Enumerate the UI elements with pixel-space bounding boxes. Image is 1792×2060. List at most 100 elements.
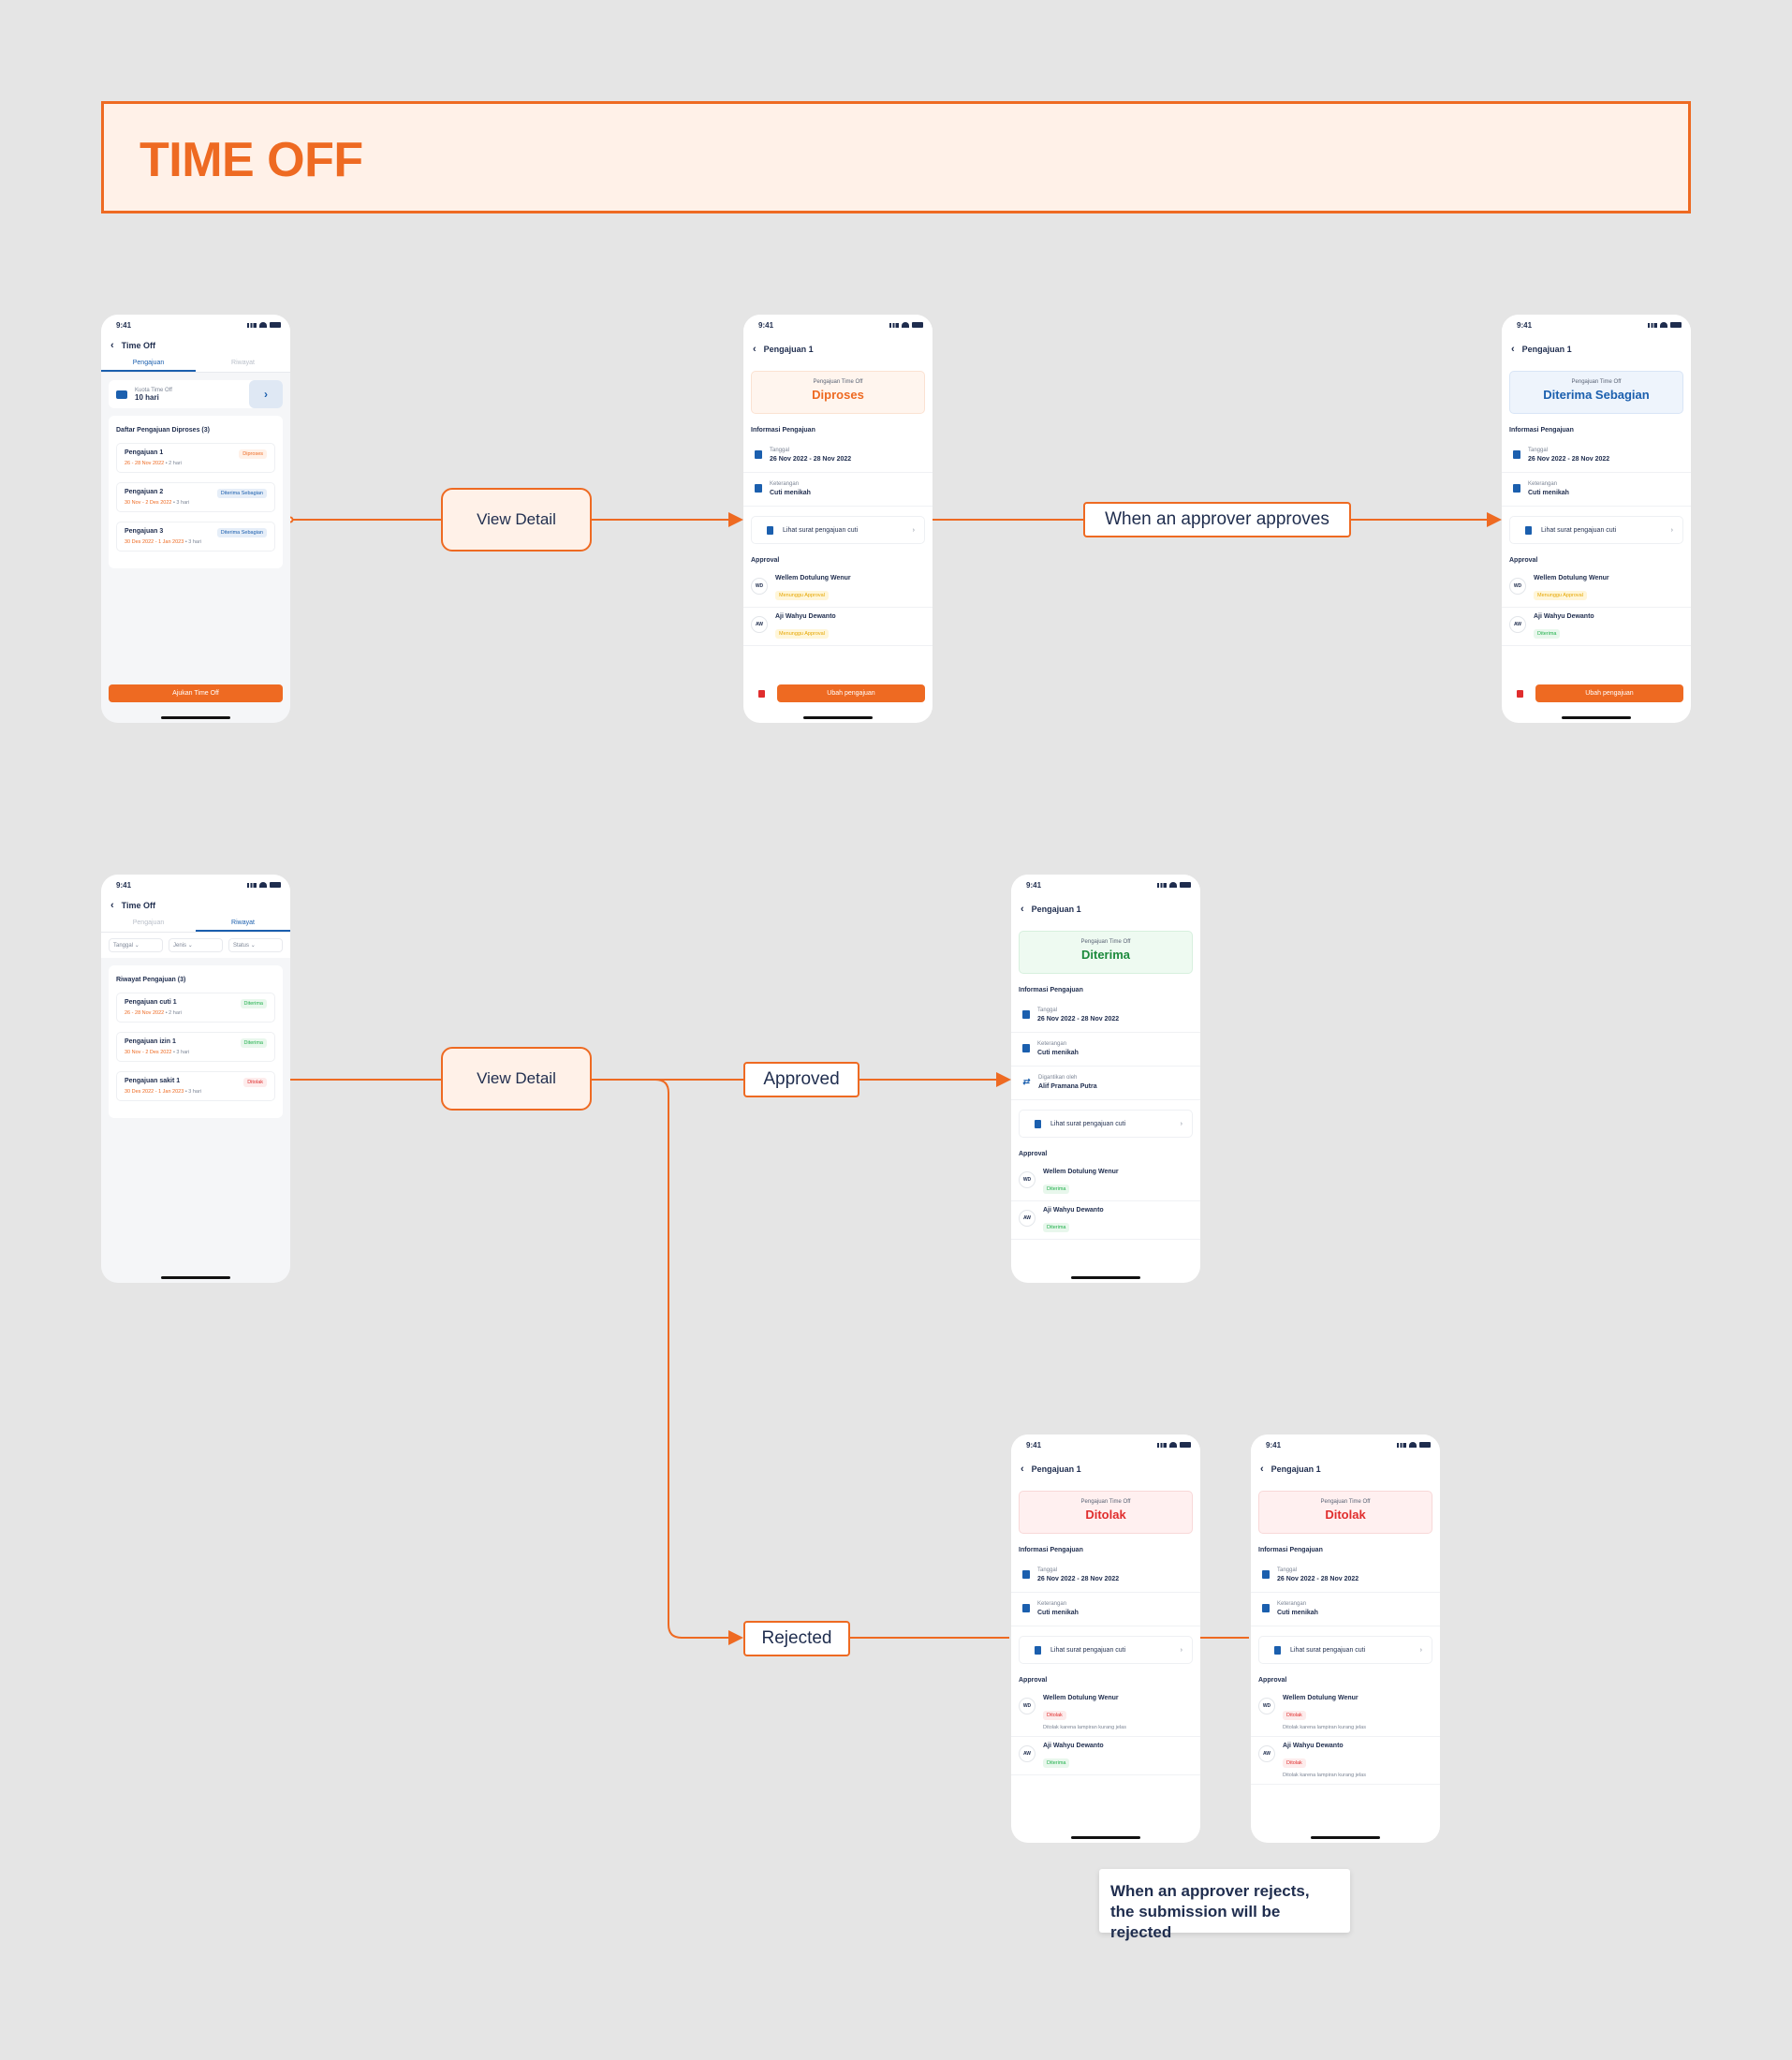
- note-label: Keterangan: [1528, 480, 1558, 487]
- approval-section-title: Approval: [1258, 1677, 1287, 1684]
- note-label: Keterangan: [770, 480, 800, 487]
- home-indicator: [803, 716, 873, 719]
- status-badge: Ditolak: [1283, 1711, 1306, 1720]
- view-document-link[interactable]: Lihat surat pengajuan cuti›: [751, 516, 925, 544]
- tab-bar: Pengajuan Riwayat: [101, 916, 290, 933]
- approved-label: Approved: [743, 1062, 859, 1097]
- view-document-link[interactable]: Lihat surat pengajuan cuti›: [1019, 1110, 1193, 1138]
- approver-approves-label: When an approver approves: [1083, 502, 1351, 537]
- wifi-icon: [259, 882, 267, 888]
- view-document-link[interactable]: Lihat surat pengajuan cuti›: [1019, 1636, 1193, 1664]
- trash-icon: [757, 689, 765, 698]
- status-badge: Ditolak: [1043, 1711, 1066, 1720]
- item-duration: • 3 hari: [184, 1089, 202, 1095]
- filter-date[interactable]: Tanggal ⌄: [109, 938, 163, 952]
- view-document-link[interactable]: Lihat surat pengajuan cuti›: [1258, 1636, 1432, 1664]
- page-title: TIME OFF: [140, 133, 363, 187]
- status-bar: 9:41: [1502, 315, 1691, 335]
- status-bar: 9:41: [101, 315, 290, 335]
- signal-icon: [1157, 882, 1167, 888]
- document-icon: [1035, 1119, 1041, 1128]
- clock: 9:41: [1517, 320, 1533, 330]
- wifi-icon: [259, 322, 267, 328]
- filter-status[interactable]: Status ⌄: [228, 938, 283, 952]
- avatar: AW: [1019, 1210, 1036, 1227]
- connector-history-to-rejected: [654, 1079, 743, 1645]
- document-icon: [1525, 525, 1532, 535]
- request-list-card: Daftar Pengajuan Diproses (3) Pengajuan …: [109, 416, 283, 568]
- date-value: 26 Nov 2022 - 28 Nov 2022: [1277, 1575, 1359, 1582]
- approver-name: Wellem Dotulung Wenur: [775, 575, 851, 581]
- tab-pengajuan[interactable]: Pengajuan: [101, 356, 196, 372]
- nav-bar: ‹Pengajuan 1: [743, 335, 933, 363]
- doc-link-label: Lihat surat pengajuan cuti: [1541, 526, 1617, 534]
- approval-section-title: Approval: [1019, 1677, 1048, 1684]
- note-icon: [1022, 1044, 1030, 1052]
- back-icon[interactable]: ‹: [110, 900, 114, 911]
- calendar-icon: [1022, 1570, 1030, 1579]
- note-icon: [1513, 484, 1520, 493]
- item-name: Pengajuan 1: [125, 449, 164, 456]
- status-bar: 9:41: [1011, 1435, 1200, 1455]
- status-badge: Diterima: [1043, 1184, 1070, 1194]
- date-value: 26 Nov 2022 - 28 Nov 2022: [1037, 1015, 1120, 1023]
- view-detail-label-1: View Detail: [441, 488, 592, 552]
- filter-label: Jenis: [173, 943, 187, 949]
- approver-name: Wellem Dotulung Wenur: [1043, 1169, 1119, 1175]
- approver-name: Aji Wahyu Dewanto: [1534, 613, 1594, 620]
- date-label: Tanggal: [1037, 1567, 1058, 1573]
- back-icon[interactable]: ‹: [1021, 904, 1024, 915]
- chevron-right-icon[interactable]: ›: [249, 380, 283, 408]
- trash-icon: [1516, 689, 1523, 698]
- approver-name: Aji Wahyu Dewanto: [1043, 1207, 1104, 1214]
- avatar: WD: [751, 578, 768, 595]
- item-duration: • 2 hari: [164, 461, 182, 466]
- reject-reason: Ditolak karena lampiran kurang jelas: [1043, 1725, 1126, 1730]
- tab-pengajuan[interactable]: Pengajuan: [132, 920, 165, 926]
- battery-icon: [1419, 1442, 1431, 1448]
- back-icon[interactable]: ‹: [753, 344, 756, 355]
- view-document-link[interactable]: Lihat surat pengajuan cuti›: [1509, 516, 1683, 544]
- tab-riwayat[interactable]: Riwayat: [196, 916, 290, 932]
- title-banner: TIME OFF: [101, 101, 1691, 213]
- submit-time-off-button[interactable]: Ajukan Time Off: [109, 684, 283, 702]
- avatar: WD: [1019, 1698, 1036, 1714]
- status-badge: Diproses: [239, 449, 267, 459]
- back-icon[interactable]: ‹: [1260, 1464, 1264, 1475]
- status-badge: Diterima: [240, 999, 267, 1008]
- filter-type[interactable]: Jenis ⌄: [169, 938, 223, 952]
- edit-request-button[interactable]: Ubah pengajuan: [777, 684, 925, 702]
- item-name: Pengajuan sakit 1: [125, 1078, 181, 1084]
- delete-button[interactable]: [1509, 684, 1530, 702]
- delete-button[interactable]: [751, 684, 771, 702]
- approver-name: Aji Wahyu Dewanto: [1043, 1743, 1104, 1749]
- approver-name: Wellem Dotulung Wenur: [1043, 1695, 1119, 1701]
- avatar: WD: [1509, 578, 1526, 595]
- note-label: Keterangan: [1037, 1600, 1067, 1607]
- edit-request-button[interactable]: Ubah pengajuan: [1535, 684, 1683, 702]
- signal-icon: [1157, 1442, 1167, 1448]
- back-icon[interactable]: ‹: [1511, 344, 1515, 355]
- status-badge: Diterima: [1043, 1223, 1070, 1232]
- doc-link-label: Lihat surat pengajuan cuti: [1290, 1646, 1366, 1654]
- back-icon[interactable]: ‹: [1021, 1464, 1024, 1475]
- home-indicator: [1071, 1276, 1140, 1279]
- tab-riwayat[interactable]: Riwayat: [231, 360, 255, 366]
- back-icon[interactable]: ‹: [110, 340, 114, 351]
- chevron-right-icon: ›: [1180, 1646, 1182, 1654]
